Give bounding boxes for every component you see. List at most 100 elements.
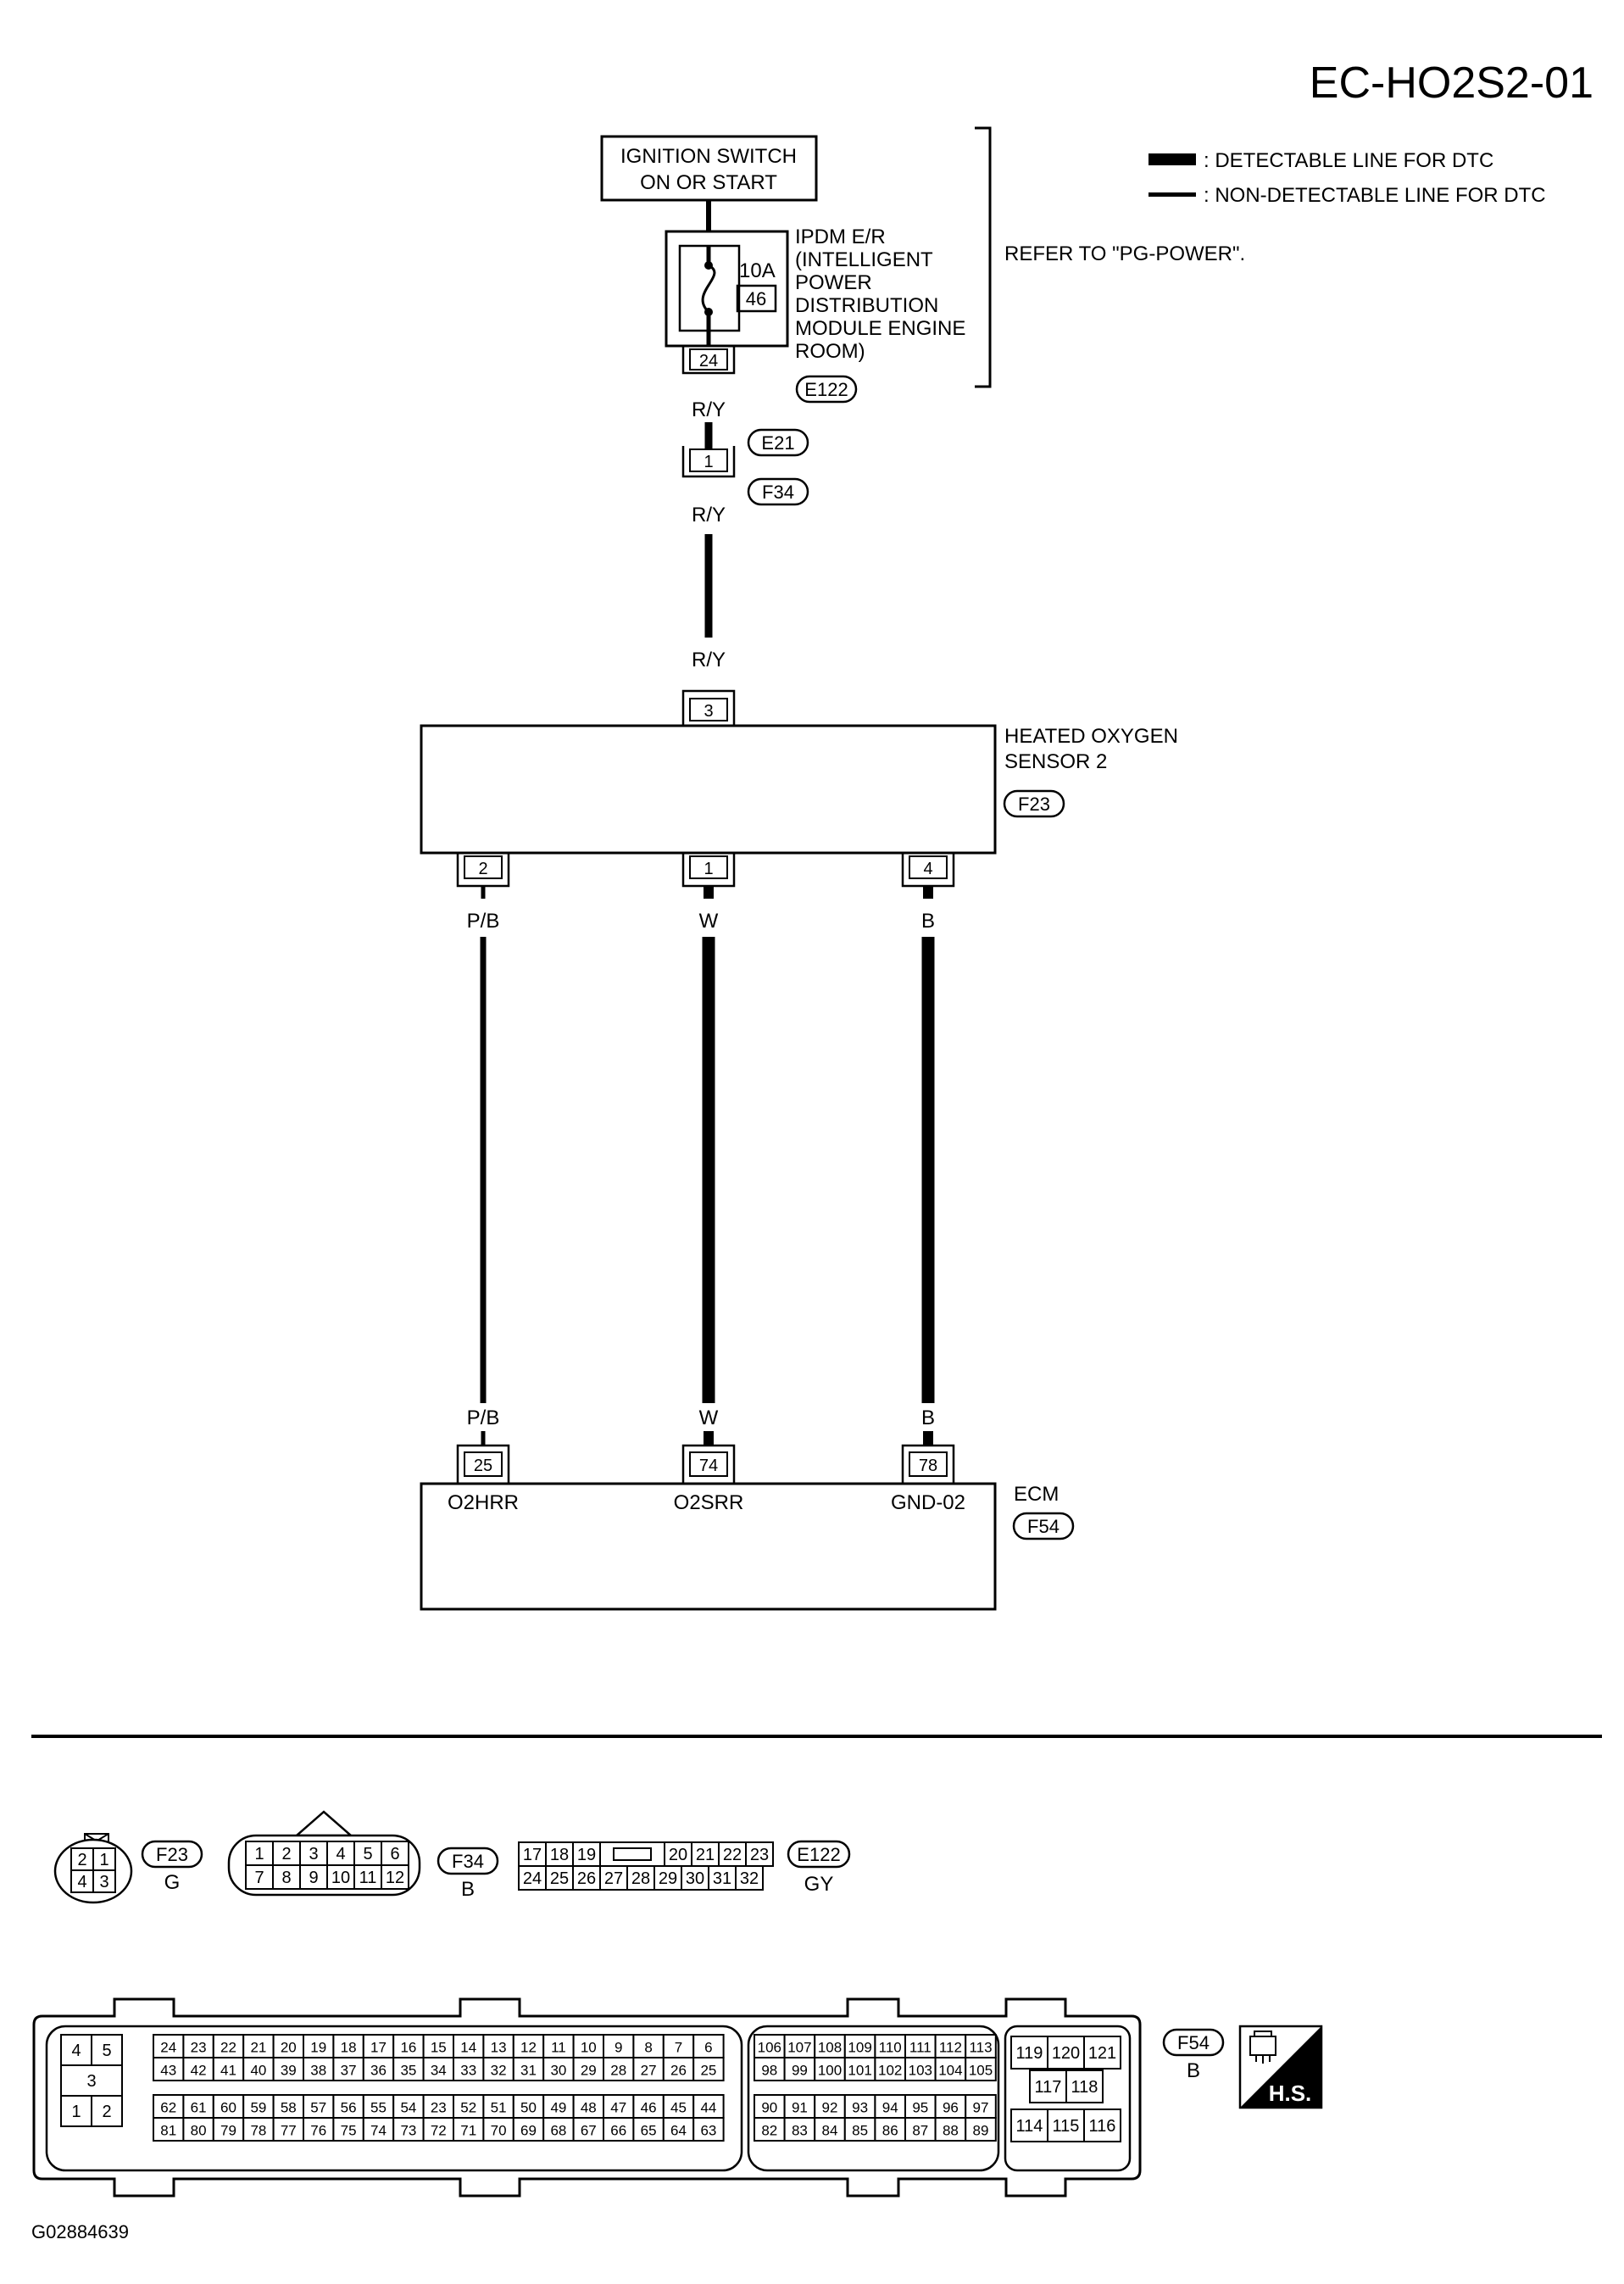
pin-label: 109 bbox=[848, 2040, 871, 2056]
pin-cell bbox=[392, 2034, 425, 2058]
joint-pin: 1 bbox=[704, 453, 713, 471]
ipdm-pin: 24 bbox=[699, 352, 718, 370]
pin-label: 104 bbox=[938, 2063, 962, 2079]
pin-label: 6 bbox=[390, 1845, 399, 1863]
pin-label: 30 bbox=[686, 1869, 704, 1888]
fuse-rating: 10A bbox=[739, 259, 776, 282]
pin-label: 68 bbox=[550, 2123, 566, 2139]
wire-label-ry-2: R/Y bbox=[692, 504, 726, 526]
f34-id: F34 bbox=[452, 1851, 484, 1872]
pin-cell bbox=[303, 2034, 335, 2058]
pin-label: 12 bbox=[520, 2040, 537, 2056]
pin-label: 10 bbox=[331, 1869, 350, 1887]
pin-cell bbox=[1029, 2070, 1067, 2103]
sensor-pin-4: 4 bbox=[923, 860, 932, 878]
pin-label: 55 bbox=[370, 2100, 387, 2116]
connector-tag-f54 bbox=[1012, 1512, 1075, 1540]
pin-cell bbox=[422, 2094, 455, 2119]
pin-label: 114 bbox=[1016, 2117, 1043, 2136]
pin-cell bbox=[843, 2057, 876, 2081]
pin-cell bbox=[814, 2117, 846, 2142]
pin-label: 83 bbox=[792, 2123, 808, 2139]
pin-cell bbox=[272, 1864, 301, 1890]
connector-tag-e21 bbox=[747, 428, 809, 457]
pin-label: 9 bbox=[615, 2040, 622, 2056]
pin-label: 92 bbox=[822, 2100, 838, 2116]
pin-label: 91 bbox=[792, 2100, 808, 2116]
pin-cell bbox=[653, 1865, 682, 1891]
pin-label: 4 bbox=[71, 2042, 81, 2060]
ipdm-line3: POWER bbox=[795, 271, 872, 294]
pin-label: 57 bbox=[310, 2100, 326, 2116]
pin-label: 66 bbox=[610, 2123, 626, 2139]
pin-label: 113 bbox=[969, 2040, 992, 2056]
pin-label: 70 bbox=[491, 2123, 507, 2139]
pin-label: 24 bbox=[523, 1869, 542, 1888]
pin-cell bbox=[545, 1865, 574, 1891]
pin-label: 59 bbox=[250, 2100, 266, 2116]
pin-label: 60 bbox=[220, 2100, 236, 2116]
pin-label: 64 bbox=[670, 2123, 687, 2139]
pin-label: 46 bbox=[641, 2100, 657, 2116]
pin-label: 23 bbox=[750, 1846, 769, 1864]
f23-pin: 3 bbox=[99, 1873, 108, 1891]
detectable-line-sample bbox=[1148, 153, 1196, 165]
pin-label: 20 bbox=[669, 1846, 687, 1864]
pin-label: 18 bbox=[550, 1846, 569, 1864]
pin-cell bbox=[381, 1864, 409, 1890]
ignition-switch-line2: ON OR START bbox=[640, 171, 777, 194]
pin-cell bbox=[245, 1864, 274, 1890]
pin-label: 7 bbox=[254, 1869, 264, 1887]
pin-label: 99 bbox=[792, 2063, 808, 2079]
joint-connector: 1 E21 F34 bbox=[681, 428, 809, 506]
pin-label: 51 bbox=[491, 2100, 507, 2116]
hs-label: H.S. bbox=[1269, 2081, 1312, 2106]
ipdm-module: 10A 46 24 IPDM E/R (INTELLIGENT POWER DI… bbox=[665, 226, 965, 404]
diagram-title: EC-HO2S2-01 bbox=[1310, 58, 1593, 108]
pin-label: 21 bbox=[250, 2040, 266, 2056]
pin-cell bbox=[934, 2034, 967, 2058]
pin-label: 108 bbox=[818, 2040, 842, 2056]
f23-pin: 1 bbox=[99, 1851, 108, 1869]
pin-cell bbox=[242, 2034, 275, 2058]
pin-label: 71 bbox=[460, 2123, 476, 2139]
pin-cell bbox=[692, 2117, 725, 2142]
pin-label: 61 bbox=[191, 2100, 207, 2116]
pin-label: 77 bbox=[281, 2123, 297, 2139]
pin-label: 106 bbox=[758, 2040, 781, 2056]
pin-cell bbox=[542, 2034, 575, 2058]
pin-label: 73 bbox=[400, 2123, 416, 2139]
pin-cell bbox=[212, 2057, 245, 2081]
connector-tag-f34 bbox=[747, 477, 809, 506]
pin-label: 1 bbox=[254, 1845, 264, 1863]
e122-id: E122 bbox=[797, 1844, 840, 1865]
pin-label: 58 bbox=[281, 2100, 297, 2116]
ipdm-line5: MODULE ENGINE bbox=[795, 317, 965, 340]
pin-cell bbox=[692, 2057, 725, 2081]
pin-cell bbox=[542, 2057, 575, 2081]
pin-label: 4 bbox=[336, 1845, 345, 1863]
pin-label: 81 bbox=[160, 2123, 176, 2139]
pin-cell bbox=[965, 2117, 997, 2142]
pin-label: 85 bbox=[852, 2123, 868, 2139]
pin-cell bbox=[662, 2057, 695, 2081]
pin-label: 25 bbox=[700, 2063, 716, 2079]
heated-oxygen-sensor: 3 HEATED OXYGEN SENSOR 2 F23 2 1 4 bbox=[420, 689, 1178, 888]
pin-cell bbox=[1065, 2070, 1104, 2103]
sensor-connector: F23 bbox=[1018, 794, 1050, 815]
pin-label: 26 bbox=[577, 1869, 596, 1888]
pin-label: 63 bbox=[700, 2123, 716, 2139]
pin-label: 15 bbox=[431, 2040, 447, 2056]
f54-color: B bbox=[1187, 2059, 1200, 2082]
pin-label: 3 bbox=[86, 2072, 96, 2091]
pin-label: 20 bbox=[281, 2040, 297, 2056]
f34-color: B bbox=[461, 1878, 475, 1901]
pin-label: 111 bbox=[909, 2040, 932, 2056]
pin-label: 23 bbox=[191, 2040, 207, 2056]
pin-label: 33 bbox=[460, 2063, 476, 2079]
pin-label: 5 bbox=[363, 1845, 372, 1863]
pin-cell bbox=[843, 2117, 876, 2142]
ecm-module: 25 74 78 O2HRR O2SRR GND-02 ECM F54 bbox=[420, 1444, 1075, 1611]
pin-cell bbox=[632, 2117, 665, 2142]
